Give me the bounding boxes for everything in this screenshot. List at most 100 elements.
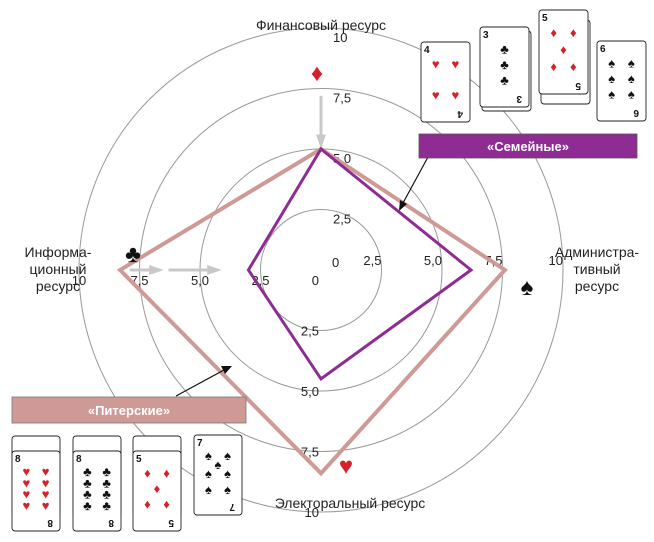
tick-label-left-1: 5,0: [191, 273, 209, 288]
card-piterskie-1-face: [72, 450, 122, 532]
card-piterskie-3-pip-1: ♠: [224, 448, 231, 463]
card-piterskie-3-pip-0: ♠: [205, 448, 212, 463]
card-semeynye-3: 66♠♠♠♠♠♠: [596, 40, 647, 122]
card-piterskie-0-rank-bottom: 8: [47, 517, 53, 528]
card-piterskie-0-pip-7: ♥: [42, 498, 50, 513]
card-semeynye-2-pip-3: ♦: [550, 59, 557, 74]
card-semeynye-1-pip-1: ♣: [500, 57, 509, 72]
card-piterskie-1-pip-6: ♣: [83, 498, 92, 513]
card-semeynye-2-face: [538, 9, 589, 95]
tick-label-right-1: 5,0: [424, 253, 442, 268]
tick-label-right-0: 2,5: [363, 253, 381, 268]
card-piterskie-2-pip-2: ♦: [154, 481, 161, 496]
legend-box-semeynye: [418, 133, 638, 159]
card-semeynye-3-face: [596, 40, 647, 122]
card-piterskie-3: 77♠♠♠♠♠♠♠: [193, 434, 243, 516]
axis-arrowhead-informational-1: [207, 265, 222, 275]
card-semeynye-2-pip-1: ♦: [570, 25, 577, 40]
card-piterskie-3-pip-6: ♠: [224, 482, 231, 497]
card-piterskie-0-pip-0: ♥: [23, 464, 31, 479]
card-piterskie-0-pip-2: ♥: [23, 475, 31, 490]
card-semeynye-1-rank: 3: [483, 30, 489, 41]
card-piterskie-2-pip-0: ♦: [144, 465, 151, 480]
card-piterskie-3-rank-bottom: 7: [229, 501, 235, 512]
card-piterskie-2-pip-1: ♦: [163, 465, 170, 480]
axis-arrowhead-financial: [316, 134, 326, 149]
series-polygon-0: [246, 146, 474, 382]
card-piterskie-2-pip-3: ♦: [144, 497, 151, 512]
card-piterskie-3-rank: 7: [197, 438, 203, 449]
tick-label-right-3: 10: [549, 253, 563, 268]
card-semeynye-0-pip-0: ♥: [432, 56, 440, 71]
card-piterskie-2-pip-4: ♦: [163, 497, 170, 512]
suit-electoral-icon: ♥: [339, 453, 353, 480]
card-semeynye-1: 33♣♣♣: [479, 26, 532, 112]
card-semeynye-0-pip-1: ♥: [451, 56, 459, 71]
card-piterskie-0-pip-4: ♥: [23, 487, 31, 502]
card-piterskie-1-pip-0: ♣: [83, 464, 92, 479]
card-piterskie-3-pip-2: ♠: [215, 457, 222, 472]
card-semeynye-0-rank-bottom: 4: [457, 108, 463, 119]
tick-label-top-0: 2,5: [333, 212, 351, 227]
card-semeynye-3-pip-5: ♠: [628, 87, 635, 102]
card-semeynye-2-rank: 5: [542, 13, 548, 24]
card-semeynye-0-face: [420, 41, 471, 123]
grid-ring-3: [78, 27, 564, 513]
card-piterskie-0: 88♥♥♥♥♥♥♥♥: [11, 435, 61, 532]
card-semeynye-3-rank: 6: [600, 44, 606, 55]
card-piterskie-2: 55♦♦♦♦♦: [132, 435, 182, 532]
card-piterskie-0-pip-5: ♥: [42, 487, 50, 502]
tick-label-top-2: 7,5: [333, 91, 351, 106]
axis-title-electoral-line-0: Электоральный ресурс: [275, 495, 426, 511]
card-piterskie-1-pip-4: ♣: [83, 487, 92, 502]
tick-label-origin-2: 0: [312, 273, 319, 288]
card-semeynye-3-pip-2: ♠: [608, 71, 615, 86]
axis-title-administrative-line-2: ресурс: [575, 278, 619, 294]
card-semeynye-3-rank-bottom: 6: [633, 107, 639, 118]
legend-box-piterskie: [11, 396, 247, 424]
legend-pointer-semeynye: [402, 156, 429, 204]
legend-label-piterskie: «Питерские»: [88, 403, 170, 418]
card-semeynye-0-pip-2: ♥: [432, 88, 440, 103]
tick-layer: 2,52,52,52,55,05,05,05,07,57,57,57,51010…: [72, 30, 563, 520]
card-piterskie-1-pip-2: ♣: [83, 475, 92, 490]
axis-arrowhead-informational-2: [149, 265, 164, 275]
card-semeynye-0: 44♥♥♥♥: [420, 41, 471, 123]
card-semeynye-1-pip-2: ♣: [500, 73, 509, 88]
card-semeynye-3-pip-4: ♠: [608, 87, 615, 102]
card-piterskie-2-face: [132, 450, 182, 532]
card-piterskie-1-pip-1: ♣: [102, 464, 111, 479]
card-piterskie-1-rank: 8: [76, 454, 82, 465]
card-semeynye-3-pip-0: ♠: [608, 55, 615, 70]
card-piterskie-0-pip-1: ♥: [42, 464, 50, 479]
card-semeynye-1-pip-0: ♣: [500, 41, 509, 56]
card-piterskie-0-pip-3: ♥: [42, 475, 50, 490]
suit-administrative-icon: ♠: [521, 274, 534, 301]
card-semeynye-1-rank-bottom: 3: [516, 93, 522, 104]
tick-label-left-0: 2,5: [251, 273, 269, 288]
card-piterskie-0-rank: 8: [15, 454, 21, 465]
tick-label-left-3: 10: [72, 273, 86, 288]
card-piterskie-3-pip-5: ♠: [205, 482, 212, 497]
legend-pointer-piterskie: [175, 369, 225, 397]
card-piterskie-1-pip-7: ♣: [102, 498, 111, 513]
card-piterskie-2-rank-bottom: 5: [168, 517, 174, 528]
axis-title-administrative-line-0: Администра-: [555, 244, 639, 260]
card-semeynye-1-face: [479, 26, 530, 108]
card-piterskie-3-pip-4: ♠: [224, 466, 231, 481]
card-piterskie-1-pip-3: ♣: [102, 475, 111, 490]
card-piterskie-0-pip-6: ♥: [23, 498, 31, 513]
legend-pointer-semeynye-head: [399, 200, 407, 211]
card-semeynye-2-pip-2: ♦: [560, 42, 567, 57]
series-layer: [116, 146, 508, 477]
axis-layer: [129, 95, 326, 275]
card-piterskie-1-rank-bottom: 8: [108, 517, 114, 528]
card-piterskie-2-rank: 5: [136, 454, 142, 465]
legend-pointer-piterskie-head: [221, 366, 232, 374]
card-semeynye-0-pip-3: ♥: [451, 88, 459, 103]
axis-title-financial-line-0: Финансовый ресурс: [256, 17, 386, 33]
axis-title-informational-line-2: ресурс: [36, 278, 80, 294]
axis-title-informational-line-0: Информа-: [25, 244, 92, 260]
card-semeynye-2-rank-bottom: 5: [575, 80, 581, 91]
